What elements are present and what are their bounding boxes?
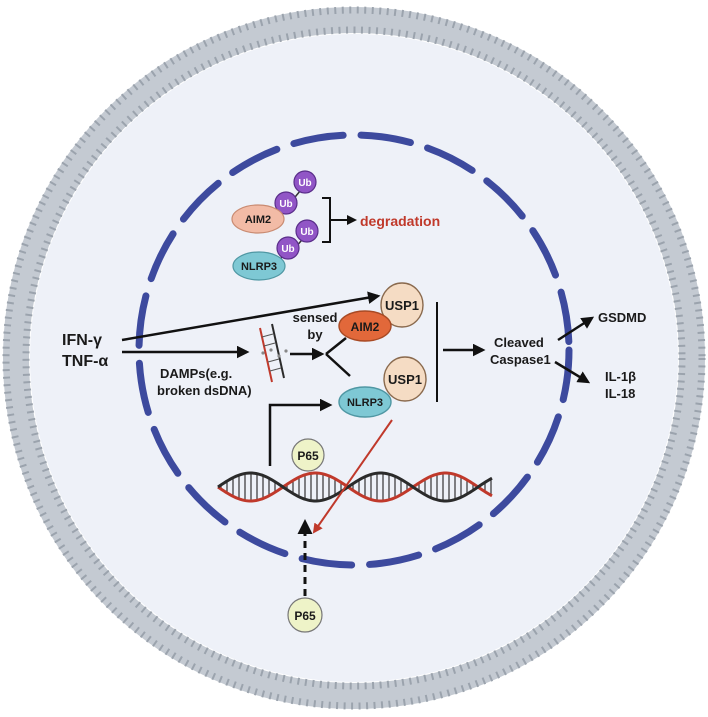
svg-text:P65: P65 (297, 449, 319, 463)
svg-text:Ub: Ub (300, 227, 313, 238)
svg-text:NLRP3: NLRP3 (241, 261, 277, 273)
svg-text:Ub: Ub (279, 199, 292, 210)
arrow-to-gsdmd (557, 316, 595, 342)
dna-helix (217, 471, 493, 503)
nlrp3-active (338, 386, 392, 418)
aim2-usp1-complex: USP1 AIM2 (338, 282, 424, 342)
gsdmd-label: GSDMD (598, 310, 646, 325)
damps-label-line2: broken dsDNA) (157, 383, 252, 398)
broken-dsdna-icon (259, 323, 288, 383)
ub-icon-1: Ub (293, 170, 317, 194)
ub-icon-4: Ub (276, 236, 300, 260)
usp1-upper (380, 282, 424, 328)
svg-text:USP1: USP1 (385, 298, 419, 313)
cytoplasm (30, 34, 678, 682)
sensed-by-line1: sensed (293, 310, 338, 325)
svg-text:Ub: Ub (298, 178, 311, 189)
p65-nuclear: P65 (291, 438, 325, 472)
svg-text:P65: P65 (294, 609, 316, 623)
il18-label: IL-18 (605, 386, 635, 401)
arrow-stimuli-to-usp1 (121, 291, 381, 342)
ubiquitin-complex: Ub Ub Ub Ub AIM2 NLRP3 degradation (231, 170, 440, 281)
nuclear-envelope (135, 131, 573, 569)
degradation-label: degradation (360, 213, 440, 229)
p65-cytoplasmic: P65 (287, 597, 323, 633)
svg-text:Ub: Ub (281, 244, 294, 255)
membrane-outer-heads (2, 6, 706, 710)
aim2-ubiquitinated: AIM2 (231, 204, 285, 234)
svg-text:USP1: USP1 (388, 372, 422, 387)
red-arrow-usp1-to-p65 (312, 419, 393, 534)
svg-text:AIM2: AIM2 (351, 320, 380, 334)
damps-label-line1: DAMPs(e.g. (160, 366, 232, 381)
caspase-line2: Caspase1 (490, 352, 551, 367)
branch-to-aim2 (325, 337, 347, 355)
sensed-by-line2: by (307, 327, 323, 342)
svg-text:AIM2: AIM2 (245, 214, 271, 226)
arrow-p65-to-nlrp3 (268, 398, 333, 466)
usp1-lower (383, 356, 427, 402)
arrow-to-il1b (554, 360, 591, 384)
branch-to-nlrp3 (325, 353, 351, 377)
aim2-active (338, 310, 392, 342)
ifn-gamma-label: IFN-γ (62, 332, 102, 349)
ub-icon-3: Ub (295, 219, 319, 243)
membrane-inner-heads (22, 26, 686, 690)
il1b-label: IL-1β (605, 369, 636, 384)
svg-text:NLRP3: NLRP3 (347, 397, 383, 409)
cell-membrane (2, 6, 706, 710)
ub-icon-2: Ub (274, 191, 298, 215)
nlrp3-ubiquitinated: NLRP3 (232, 251, 286, 281)
caspase-line1: Cleaved (494, 335, 544, 350)
nlrp3-usp1-complex: USP1 NLRP3 (338, 356, 427, 418)
tnf-alpha-label: TNF-α (62, 353, 108, 370)
